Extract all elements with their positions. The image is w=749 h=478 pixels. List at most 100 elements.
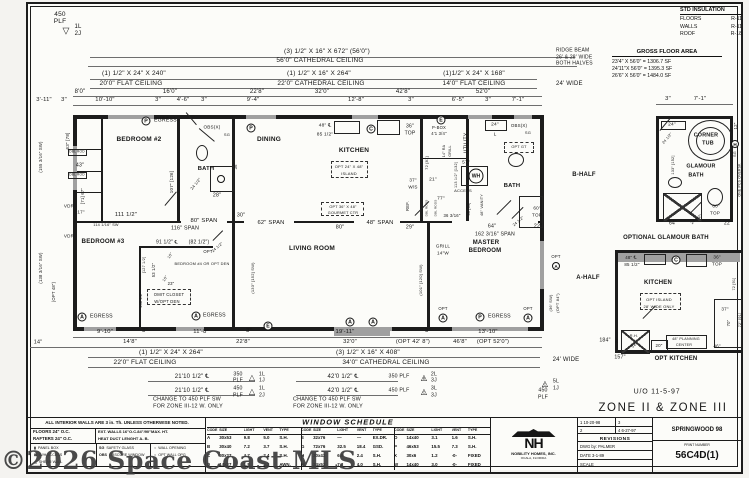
annotation: BEDROOM xyxy=(468,248,502,254)
annotation: △ xyxy=(541,379,549,388)
company-city: OCALA, FLORIDA xyxy=(520,456,547,460)
wall xyxy=(77,149,101,150)
annotation: 22'0" CATHEDRAL CEILING xyxy=(277,79,365,87)
window-schedule-header: VENT xyxy=(356,428,367,432)
window-schedule-cell: 32.5 xyxy=(337,443,346,449)
annotation: 37" xyxy=(721,306,729,312)
legend-item-opt-wall-opening: ○OPT WALL OPG xyxy=(154,453,186,458)
annotation: PLF xyxy=(537,394,549,401)
window-schedule-cell: 2.4 xyxy=(263,452,270,458)
fixture-ellipse xyxy=(707,188,723,206)
wall-opening xyxy=(452,221,538,223)
annotation: 9'-4" xyxy=(246,97,260,104)
e-marker-circle: E xyxy=(263,321,273,331)
annotation: 21" xyxy=(429,177,437,183)
window-schedule-cell: 32x76 xyxy=(313,435,326,440)
window-segment xyxy=(176,327,204,331)
window-schedule-cell: 4.7 xyxy=(243,452,250,458)
wall xyxy=(420,158,466,159)
annotation: 4'-6" xyxy=(176,97,190,104)
revision-entry-1: 1 10-20-98 xyxy=(580,420,601,425)
annotation: 22'8" xyxy=(236,339,250,346)
legend-item-shear-wall: △SHEAR WALL xyxy=(34,460,62,465)
annotation: 24" xyxy=(615,337,620,343)
wall xyxy=(30,6,738,7)
wall xyxy=(466,119,469,221)
model-name: SPRINGWOOD 98 xyxy=(671,427,723,433)
wh-marker-circle: WH xyxy=(468,168,484,184)
annotation: 85 1/2" xyxy=(316,132,334,138)
annotation: CENTER xyxy=(675,343,693,348)
revision-entry-3: 3 xyxy=(618,420,621,425)
annotation: 7'-1" xyxy=(511,97,525,104)
annotation: 22" xyxy=(533,223,543,230)
window-segment xyxy=(452,327,504,331)
annotation: 52'0" xyxy=(475,89,491,95)
window-schedule-cell: 7.2 xyxy=(243,443,250,449)
annotation: 3J xyxy=(431,391,437,398)
window-schedule-cell: -0- xyxy=(451,461,457,467)
dimension-line xyxy=(30,347,542,348)
fixture-marker-circle xyxy=(217,175,225,183)
annotation: 350 PLF xyxy=(388,373,410,380)
window-segment xyxy=(73,146,77,190)
window-schedule-cell: — xyxy=(337,435,342,440)
window-schedule-cell: B xyxy=(207,443,211,449)
dimension-line xyxy=(90,79,537,80)
gfa-row: 23'4" X 56'0" = 1306.7 SF xyxy=(612,59,672,65)
ext-walls-note: EXT. WALLS 16"O.C.84"/90"MAX. HT. xyxy=(98,429,169,434)
window-schedule-cell: 1.8 xyxy=(243,461,250,467)
annotation: C xyxy=(543,382,547,387)
window-segment xyxy=(334,331,390,336)
annotation: 17" xyxy=(77,209,85,215)
window-schedule-cell: — xyxy=(356,435,362,440)
window-schedule-cell: S.H. xyxy=(467,435,477,440)
legend-label: WALL OPENING xyxy=(158,446,187,450)
wall xyxy=(741,2,743,474)
dimension-line xyxy=(296,381,398,382)
annotation: OBS(X) xyxy=(203,124,221,130)
fixture-outline xyxy=(334,121,360,134)
shear-wall-icon: △ xyxy=(34,460,37,464)
annotation: △ xyxy=(420,387,428,396)
wall-opening xyxy=(354,221,400,223)
annotation: (OPT 48") xyxy=(50,281,56,303)
annotation: 16'0" xyxy=(162,89,178,95)
window-schedule-cell: 14x40 xyxy=(406,435,419,440)
annotation: 133" [152] xyxy=(671,155,676,175)
annotation: BATH xyxy=(503,183,521,190)
annotation: 57" xyxy=(462,160,470,166)
wall xyxy=(615,250,741,253)
a-marker-circle: A xyxy=(523,313,533,323)
annotation: 56'0" CATHEDRAL CEILING xyxy=(276,56,364,64)
a-marker-circle: A xyxy=(345,317,355,327)
window-schedule-cell: E xyxy=(301,435,304,440)
drawing-date: DATE 3-1-89 xyxy=(580,453,605,458)
annotation: 111 1/2" xyxy=(114,212,138,219)
revisions-label: REVISIONS xyxy=(599,437,631,442)
window-schedule-cell: 30x27 xyxy=(219,452,232,458)
window-schedule-cell: -0- xyxy=(451,452,457,458)
annotation: 46" xyxy=(713,343,721,349)
annotation: 48" PLANNING xyxy=(672,337,700,342)
annotation: 80" xyxy=(335,224,345,231)
window-schedule-cell: 15.5 xyxy=(431,443,440,449)
annotation: 91 1/2" ℄ xyxy=(155,239,179,246)
annotation: TUB xyxy=(702,140,714,147)
annotation: 64" xyxy=(669,220,677,227)
optional-feature-outline xyxy=(321,202,364,216)
annotation: 72 [81] xyxy=(424,156,429,170)
annotation: GLAMOUR xyxy=(686,163,716,170)
window-schedule-cell: W xyxy=(394,461,399,467)
annotation: OPT 24" X 48" xyxy=(334,164,364,169)
annotation: OBS(X) xyxy=(510,122,528,128)
annotation: UTILITY xyxy=(463,132,470,154)
annotation: 21'10 1/2" ℄ xyxy=(174,374,210,380)
print-number: 56C4D(1) xyxy=(675,450,719,461)
wall xyxy=(577,450,652,451)
annotation: 30" xyxy=(236,212,246,219)
annotation: BATH xyxy=(688,171,704,178)
annotation: EGRESS xyxy=(203,312,226,319)
window-schedule-cell: 2.4 xyxy=(356,452,363,458)
